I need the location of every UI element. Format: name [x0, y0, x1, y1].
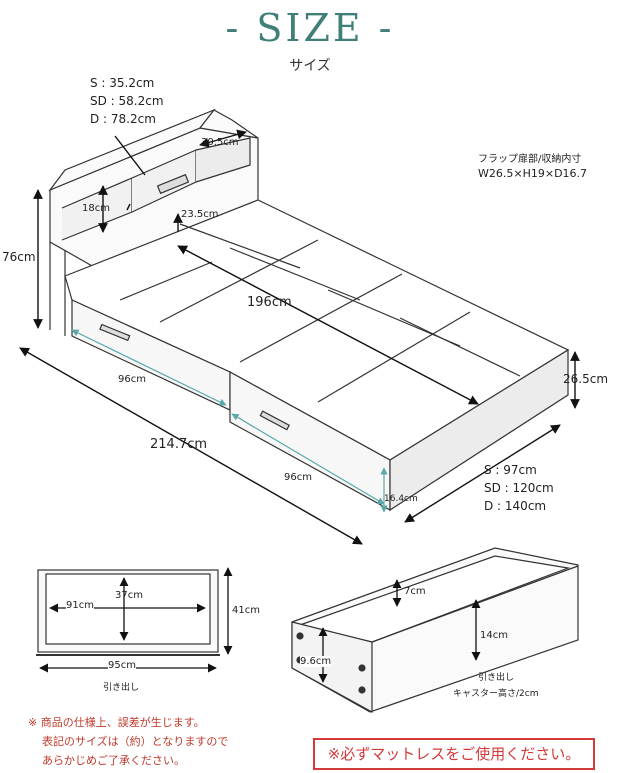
bed-width-sd: SD : 120cm: [484, 481, 554, 495]
flap-info-dims: W26.5×H19×D16.7: [478, 167, 588, 180]
note-line: ※ 商品の仕様上、誤差が生じます。: [28, 716, 205, 729]
bed-width-s: S : 97cm: [484, 463, 537, 477]
bed-width-d: D : 140cm: [484, 499, 547, 513]
drawer-outer-width-label: 95cm: [108, 660, 136, 671]
dimension-arrows: [19, 129, 580, 545]
caster-height-caption: キャスター高さ/2cm: [453, 689, 539, 699]
drawer-outer-height-label: 41cm: [232, 605, 260, 616]
note-line: 表記のサイズは（約）となりますので: [42, 735, 229, 748]
shelf-width-label: 30.5cm: [201, 137, 239, 148]
drawer-inner-width-label: 91cm: [66, 600, 94, 611]
drawer-rim-label: 7cm: [404, 586, 426, 597]
drawer-dimension-arrows: [71, 329, 388, 513]
flap-info-title: フラップ扉部/収納内寸: [478, 154, 582, 165]
frame-height-label: 26.5cm: [563, 372, 609, 386]
headboard-depth-sd: SD : 58.2cm: [90, 94, 164, 108]
drawer-side-width-label: 96cm: [284, 472, 312, 483]
headboard: [48, 108, 259, 336]
total-length-label: 214.7cm: [150, 437, 208, 452]
page-subtitle: サイズ: [289, 58, 331, 74]
drawer-persp-caption: 引き出し: [478, 673, 515, 683]
drawer-inner-height-label: 37cm: [115, 590, 143, 601]
drawer-perspective-view: [291, 547, 579, 714]
drawer-height-label: 16.4cm: [384, 494, 418, 504]
drawer-front-width-label: 96cm: [118, 374, 146, 385]
headboard-depth-s: S : 35.2cm: [90, 76, 155, 90]
drawer-front-view: [36, 569, 220, 656]
note-line: あらかじめご了承ください。: [42, 754, 185, 767]
page-title: - SIZE -: [225, 6, 395, 50]
compartment-height-label: 18cm: [82, 203, 110, 214]
inner-height-label: 23.5cm: [181, 209, 219, 220]
drawer-wheel-label: 9.6cm: [300, 656, 332, 667]
total-height-label: 76cm: [2, 250, 36, 264]
mattress-warning: ※必ずマットレスをご使用ください。: [313, 738, 595, 770]
notes: ※ 商品の仕様上、誤差が生じます。 表記のサイズは（約）となりますので あらかじ…: [28, 713, 228, 770]
drawer-depth-label: 14cm: [480, 630, 508, 641]
headboard-depth-d: D : 78.2cm: [90, 112, 156, 126]
drawer-front-caption: 引き出し: [103, 683, 140, 693]
bed-length-label: 196cm: [247, 295, 292, 310]
